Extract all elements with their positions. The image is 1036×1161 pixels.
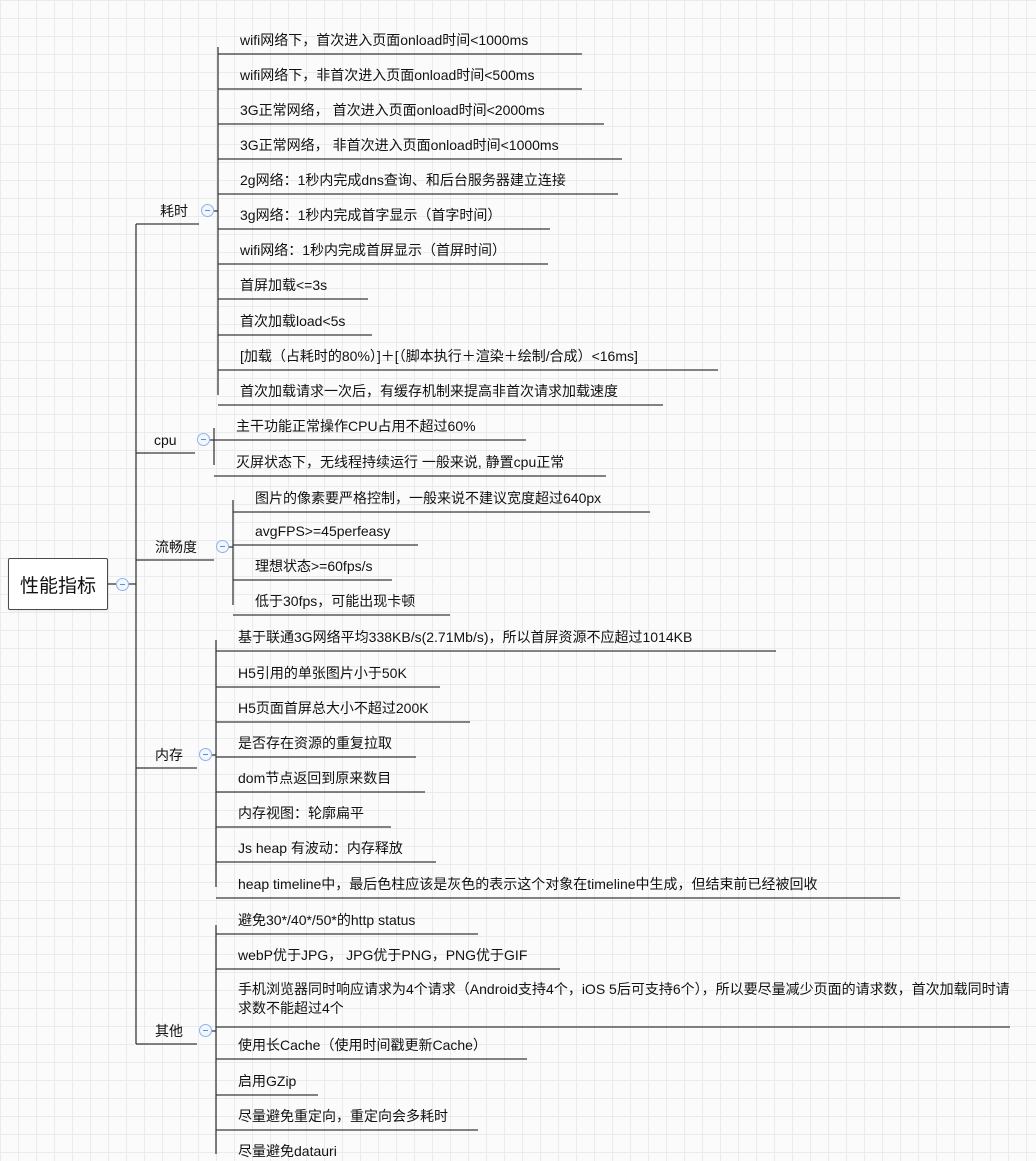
leaf-item[interactable]: avgFPS>=45perfeasy bbox=[255, 523, 391, 539]
leaf-item[interactable]: 避免30*/40*/50*的http status bbox=[238, 912, 416, 928]
leaf-item[interactable]: heap timeline中，最后色柱应该是灰色的表示这个对象在timeline… bbox=[238, 876, 818, 892]
branch-label[interactable]: 流畅度 bbox=[155, 539, 197, 555]
leaf-item[interactable]: 尽量避免datauri bbox=[238, 1143, 337, 1159]
branch-collapse-toggle-icon[interactable] bbox=[199, 748, 212, 761]
leaf-item[interactable]: H5页面首屏总大小不超过200K bbox=[238, 700, 429, 716]
leaf-item[interactable]: H5引用的单张图片小于50K bbox=[238, 665, 407, 681]
leaf-item[interactable]: 灭屏状态下，无线程持续运行 一般来说, 静置cpu正常 bbox=[236, 454, 565, 470]
leaf-item[interactable]: 主干功能正常操作CPU占用不超过60% bbox=[236, 418, 476, 434]
leaf-item[interactable]: webP优于JPG， JPG优于PNG，PNG优于GIF bbox=[238, 947, 528, 963]
leaf-item[interactable]: 尽量避免重定向，重定向会多耗时 bbox=[238, 1108, 448, 1124]
leaf-item[interactable]: 首次加载请求一次后，有缓存机制来提高非首次请求加载速度 bbox=[240, 383, 618, 399]
branch-label[interactable]: 其他 bbox=[155, 1023, 183, 1039]
leaf-item[interactable]: 内存视图：轮廓扁平 bbox=[238, 805, 364, 821]
leaf-item[interactable]: 理想状态>=60fps/s bbox=[255, 558, 373, 574]
leaf-item[interactable]: 基于联通3G网络平均338KB/s(2.71Mb/s)，所以首屏资源不应超过10… bbox=[238, 629, 693, 645]
leaf-item[interactable]: 3g网络：1秒内完成首字显示（首字时间） bbox=[240, 207, 502, 223]
leaf-item[interactable]: 3G正常网络， 非首次进入页面onload时间<1000ms bbox=[240, 137, 559, 153]
leaf-item[interactable]: 2g网络：1秒内完成dns查询、和后台服务器建立连接 bbox=[240, 172, 566, 188]
root-label: 性能指标 bbox=[19, 575, 96, 597]
root-collapse-toggle-icon[interactable] bbox=[116, 578, 129, 591]
root-node[interactable]: 性能指标 bbox=[8, 558, 108, 610]
branch-label[interactable]: cpu bbox=[154, 432, 177, 448]
leaf-item[interactable]: dom节点返回到原来数目 bbox=[238, 770, 392, 786]
branch-collapse-toggle-icon[interactable] bbox=[199, 1024, 212, 1037]
branch-collapse-toggle-icon[interactable] bbox=[216, 540, 229, 553]
leaf-item[interactable]: wifi网络：1秒内完成首屏显示（首屏时间） bbox=[240, 242, 507, 258]
leaf-item[interactable]: [加载（占耗时的80%）]＋[（脚本执行＋渲染＋绘制/合成）<16ms] bbox=[240, 348, 638, 364]
branch-label[interactable]: 内存 bbox=[155, 747, 183, 763]
leaf-item[interactable]: 手机浏览器同时响应请求为4个请求（Android支持4个，iOS 5后可支持6个… bbox=[238, 981, 1010, 1016]
leaf-item[interactable]: 启用GZip bbox=[238, 1073, 297, 1089]
leaf-item[interactable]: wifi网络下，非首次进入页面onload时间<500ms bbox=[240, 67, 535, 83]
branch-collapse-toggle-icon[interactable] bbox=[201, 204, 214, 217]
leaf-item[interactable]: 首次加载load<5s bbox=[240, 313, 346, 329]
branch-collapse-toggle-icon[interactable] bbox=[197, 433, 210, 446]
leaf-item[interactable]: 图片的像素要严格控制，一般来说不建议宽度超过640px bbox=[255, 490, 602, 506]
leaf-item[interactable]: 首屏加载<=3s bbox=[240, 277, 328, 293]
leaf-item[interactable]: 3G正常网络， 首次进入页面onload时间<2000ms bbox=[240, 102, 545, 118]
leaf-item[interactable]: 是否存在资源的重复拉取 bbox=[238, 735, 392, 751]
branch-label[interactable]: 耗时 bbox=[160, 203, 188, 219]
leaf-item[interactable]: Js heap 有波动：内存释放 bbox=[238, 840, 403, 856]
leaf-item[interactable]: wifi网络下，首次进入页面onload时间<1000ms bbox=[240, 32, 529, 48]
leaf-item[interactable]: 使用长Cache（使用时间戳更新Cache） bbox=[238, 1037, 487, 1053]
leaf-item[interactable]: 低于30fps，可能出现卡顿 bbox=[255, 593, 416, 609]
